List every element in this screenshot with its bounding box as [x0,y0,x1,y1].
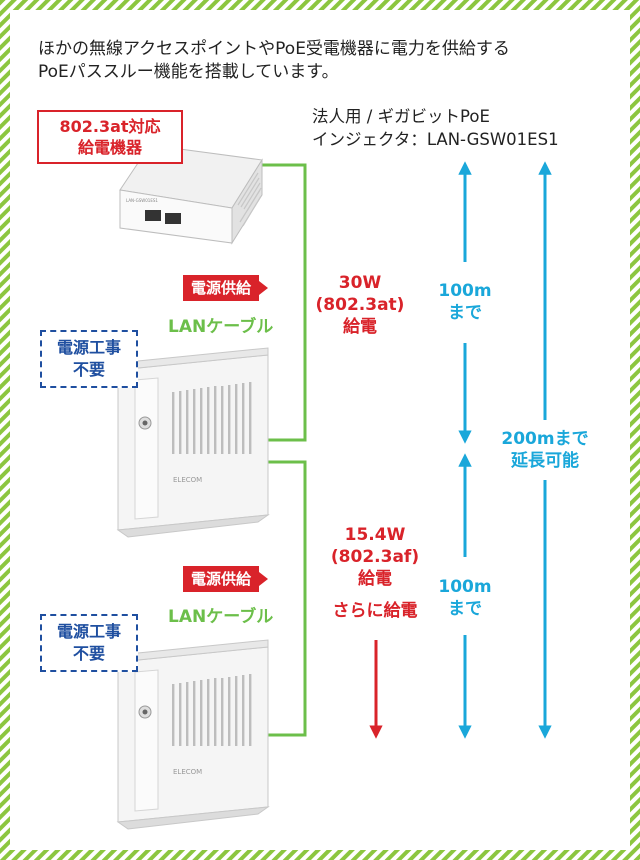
lan-cable-label-2: LANケーブル [168,607,274,627]
svg-text:LAN-GSW01ES1: LAN-GSW01ES1 [126,198,158,203]
distance-1-suffix: まで [448,303,482,323]
power-supply-tag-text-1: 電源供給 [183,275,260,301]
intro-line-2: PoEパススルー機能を搭載しています。 [38,62,339,82]
source-label-line-2: 給電機器 [77,138,142,157]
lan-cable-line-1 [258,163,307,442]
distance-label-1: 100m まで [425,280,505,324]
distance-2-suffix: まで [448,599,482,619]
extension-label: 200mまで 延長可能 [482,428,608,472]
product-name: 法人用 / ギガビットPoE インジェクタ：LAN-GSW01ES1 [312,105,559,151]
no-power-work-label-2: 電源工事 不要 [40,614,138,672]
source-label-line-1: 802.3at対応 [59,117,161,136]
power-supply-tag-arrow-1 [259,281,269,295]
access-point-image-1: ELECOM [116,347,270,538]
no-power-work-line-1: 電源工事 [56,338,121,357]
intro-text: ほかの無線アクセスポイントやPoE受電機器に電力を供給する PoEパススルー機能… [38,38,618,84]
intro-line-1: ほかの無線アクセスポイントやPoE受電機器に電力を供給する [38,39,510,59]
product-line-2: インジェクタ：LAN-GSW01ES1 [312,130,559,149]
power-supply-tag-text-2: 電源供給 [183,566,260,592]
power-15w-value: 15.4W [344,525,406,545]
source-device-label: 802.3at対応 給電機器 [37,110,183,164]
power-15w-standard: (802.3af) [330,547,420,567]
power-supply-tag-arrow-2 [259,572,269,586]
distance-1-value: 100m [438,281,492,301]
distance-label-2: 100m まで [425,576,505,620]
access-point-image-2: ELECOM [116,639,270,830]
power-30w-value: 30W [338,273,382,293]
lan-cable-label-1: LANケーブル [168,317,274,337]
extension-line-1: 200mまで [501,429,589,449]
power-30w-standard: (802.3at) [315,295,405,315]
power-supply-tag-1: 電源供給 [183,275,269,301]
further-power-label: さらに給電 [332,601,418,621]
svg-text:ELECOM: ELECOM [173,768,202,776]
power-15w-label: 15.4W (802.3af) 給電 [300,524,450,590]
no-power-work-line-2: 不要 [72,360,105,379]
product-line-1: 法人用 / ギガビットPoE [312,107,490,126]
power-30w-label: 30W (802.3at) 給電 [300,272,420,338]
no-power-work-line-2b: 不要 [72,644,105,663]
extension-line-2: 延長可能 [511,451,579,471]
distance-2-value: 100m [438,577,492,597]
no-power-work-line-1b: 電源工事 [56,622,121,641]
svg-text:ELECOM: ELECOM [173,476,202,484]
power-supply-tag-2: 電源供給 [183,566,269,592]
power-30w-caption: 給電 [343,317,377,337]
no-power-work-label-1: 電源工事 不要 [40,330,138,388]
lan-cable-line-2 [258,460,307,737]
power-15w-caption: 給電 [358,569,392,589]
